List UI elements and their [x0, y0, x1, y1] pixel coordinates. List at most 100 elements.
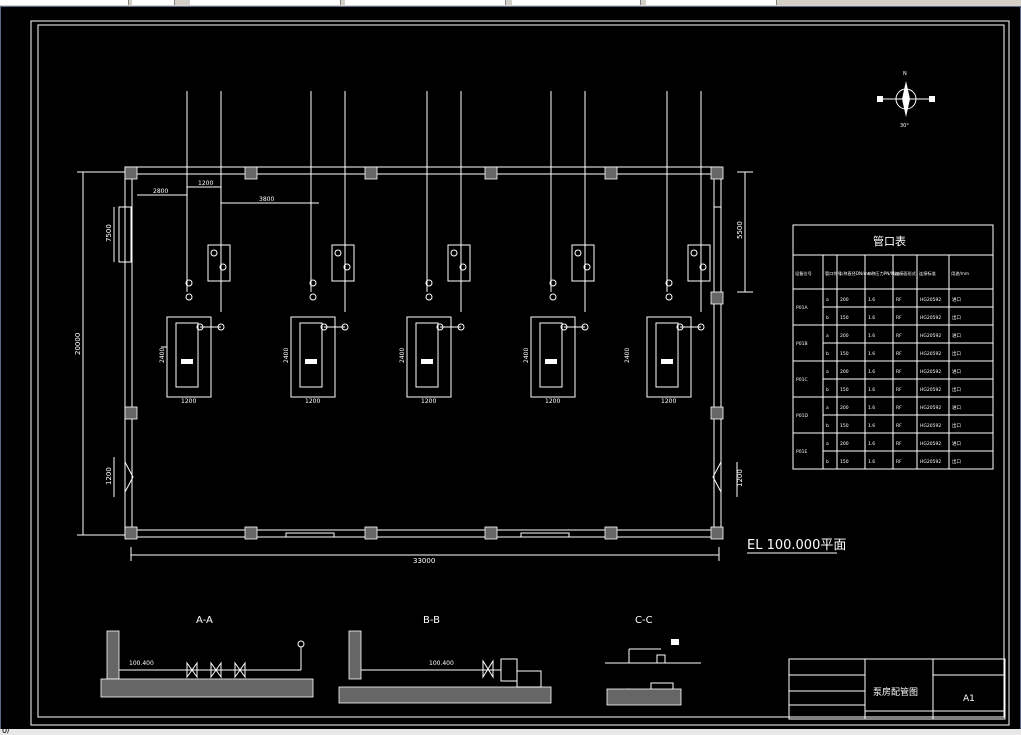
nozzle-table-cell: 150 [840, 315, 849, 321]
compass-icon: N 30° [877, 71, 935, 129]
nozzle-table: 管口表 设备位号管口符号公称直径DN/mm公称压力PN/Mpa连接面形式连接标准… [792, 224, 994, 470]
toolbar-field-6[interactable] [646, 0, 777, 5]
nozzle-table-cell: 进口 [952, 332, 961, 339]
nozzle-table-cell: b [826, 423, 829, 429]
sheet-outer-frame [30, 20, 1010, 726]
title-block: 泵房配管图 A1 [788, 658, 1006, 720]
building-walls [118, 166, 722, 538]
building-columns [124, 166, 724, 540]
section-c-c-label: C-C [635, 615, 653, 626]
dim-top-c: 3800 [259, 196, 274, 203]
nozzle-table-cell: HG20592 [920, 423, 941, 429]
toolbar-field-5[interactable] [512, 0, 641, 5]
nozzle-table-cell: b [826, 315, 829, 321]
status-bar: 0/ [0, 726, 1021, 735]
section-c-c: C-C [605, 615, 701, 706]
nozzle-table-cell: RF [896, 369, 902, 375]
nozzle-table-cell: HG20592 [920, 297, 941, 303]
section-a-a-label: A-A [196, 615, 213, 626]
nozzle-table-cell: a [826, 334, 829, 339]
nozzle-table-cell: 出口 [952, 386, 961, 393]
compass-angle: 30° [900, 123, 909, 129]
nozzle-table-cell: 进口 [952, 404, 961, 411]
section-b-b-label: B-B [423, 615, 440, 626]
nozzle-table-cell: HG20592 [920, 369, 941, 375]
nozzle-table-cell: 1.6 [868, 441, 875, 447]
toolbar-field-3[interactable] [190, 0, 341, 5]
nozzle-table-cell: 1.6 [868, 369, 875, 375]
nozzle-table-cell: HG20592 [920, 459, 941, 465]
nozzle-table-cell: HG20592 [920, 387, 941, 393]
nozzle-table-cell: 150 [840, 423, 849, 429]
toolbar-field-1[interactable] [0, 0, 129, 5]
nozzle-table-header-cell: 管口符号 [825, 270, 842, 277]
nozzle-table-cell: RF [896, 315, 902, 321]
nozzle-table-cell: 出口 [952, 422, 961, 429]
nozzle-table-cell: P01C [796, 377, 808, 383]
plan-title: EL 100.000平面 [747, 538, 846, 553]
nozzle-table-cell: 1.6 [868, 351, 875, 357]
nozzle-table-cell: a [826, 298, 829, 303]
status-text: 0/ [2, 726, 10, 735]
dim-right-lower: 1200 [736, 469, 744, 487]
pump-dimension-labels: 2400 1200 2400 1200 2400 1200 2400 1200 … [159, 348, 676, 405]
nozzle-table-cell: HG20592 [920, 333, 941, 339]
nozzle-table-cell: 进口 [952, 440, 961, 447]
section-a-a: A-A 100.400 [100, 615, 314, 698]
nozzle-table-cell: RF [896, 387, 902, 393]
pump-d-width: 1200 [545, 398, 560, 405]
pump-unit-d [530, 91, 595, 398]
dim-right-upper: 5500 [736, 221, 744, 239]
nozzle-table-cell: P01B [796, 341, 808, 347]
pump-unit-b [290, 91, 355, 398]
nozzle-table-cell: 出口 [952, 314, 961, 321]
drawing-name: 泵房配管图 [873, 686, 918, 698]
nozzle-table-cell: b [826, 459, 829, 465]
sheet-inner-frame [37, 24, 1005, 718]
nozzle-table-cell: 1.6 [868, 315, 875, 321]
dimension-lines [77, 171, 753, 561]
pump-e-width: 1200 [661, 398, 676, 405]
section-b-b-level: 100.400 [429, 660, 454, 667]
nozzle-table-cell: 进口 [952, 368, 961, 375]
nozzle-table-cell: RF [896, 459, 902, 465]
nozzle-table-cell: P01E [796, 449, 807, 455]
nozzle-table-cell: a [826, 370, 829, 375]
nozzle-table-cell: RF [896, 333, 902, 339]
nozzle-table-cell: RF [896, 423, 902, 429]
nozzle-table-cell: 1.6 [868, 333, 875, 339]
nozzle-table-cell: 1.6 [868, 405, 875, 411]
dim-overall-width: 33000 [413, 557, 435, 565]
nozzle-table-cell: HG20592 [920, 315, 941, 321]
pump-unit-a [161, 91, 231, 398]
nozzle-table-cell: 200 [840, 405, 849, 411]
nozzle-table-cell: 200 [840, 369, 849, 375]
nozzle-table-cell: P01D [796, 413, 808, 419]
pump-d-height: 2400 [523, 348, 530, 363]
nozzle-table-cell: 1.6 [868, 297, 875, 303]
nozzle-table-cell: 进口 [952, 296, 961, 303]
nozzle-table-cell: 1.6 [868, 387, 875, 393]
section-b-b: B-B 100.400 [338, 615, 552, 704]
nozzle-table-header-cell: 公称压力PN/Mpa [867, 270, 900, 277]
dim-left-upper: 7500 [105, 224, 113, 242]
section-a-a-level: 100.400 [129, 660, 154, 667]
pump-unit-c [406, 91, 471, 398]
pump-a-width: 1200 [181, 398, 196, 405]
nozzle-table-cell: a [826, 406, 829, 411]
nozzle-table-cell: 出口 [952, 350, 961, 357]
pump-e-height: 2400 [624, 348, 631, 363]
toolbar-field-4[interactable] [345, 0, 506, 5]
nozzle-table-cell: 200 [840, 441, 849, 447]
nozzle-table-cell: b [826, 351, 829, 357]
nozzle-table-cell: HG20592 [920, 441, 941, 447]
nozzle-table-cell: HG20592 [920, 351, 941, 357]
nozzle-table-cell: b [826, 387, 829, 393]
nozzle-table-cell: HG20592 [920, 405, 941, 411]
toolbar-field-2[interactable] [132, 0, 175, 5]
dim-top-b: 1200 [198, 180, 213, 187]
cad-viewport[interactable]: 20000 7500 1200 5500 1200 33000 2800 120… [0, 6, 1021, 730]
nozzle-table-cell: 200 [840, 333, 849, 339]
nozzle-table-cell: RF [896, 405, 902, 411]
nozzle-table-header-cell: 设备位号 [795, 270, 812, 277]
